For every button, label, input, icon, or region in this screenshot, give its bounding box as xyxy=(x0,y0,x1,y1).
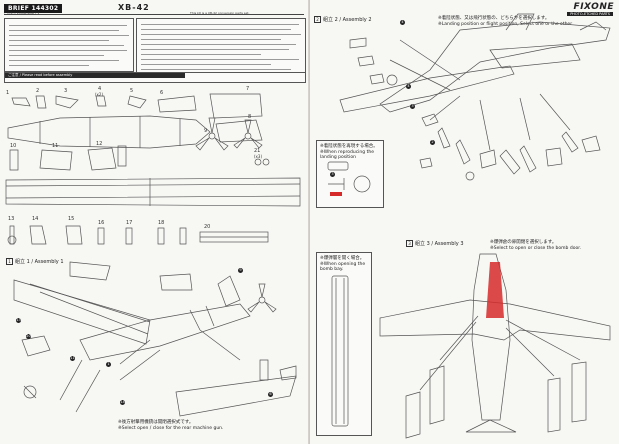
parts-diagram xyxy=(5,93,301,417)
part-10-label: 10 xyxy=(10,143,17,149)
part-21-label: 21 xyxy=(254,148,261,154)
part-5-label: 5 xyxy=(130,88,134,94)
page-gutter xyxy=(308,0,311,444)
assembly-2-number: 2 xyxy=(314,16,321,23)
landing-position-box: ※着陸状態を再現する場合。 ※When reproducing the land… xyxy=(316,140,384,208)
bomb-select-en: ※Select to open or close the bomb door. xyxy=(490,246,582,251)
part-6-label: 6 xyxy=(160,90,164,96)
product-code: BRIEF 144302 xyxy=(4,4,63,13)
landing-note-en: ※When reproducing the landing position xyxy=(320,150,374,160)
gear-note-jp: ※着陸状態、又は飛行状態の、どちらかを選択します。 xyxy=(438,16,550,21)
landing-note-jp: ※着陸状態を再現する場合。 xyxy=(320,144,378,149)
part-20-label: 20 xyxy=(204,224,211,230)
brand-logo: FIXONE xyxy=(573,2,614,12)
part-4-label: 4 xyxy=(98,86,102,92)
part-12-label: 12 xyxy=(96,141,103,147)
part-16-label: 16 xyxy=(98,220,105,226)
assembly-3-label: 組立 3 / Assembly 3 xyxy=(415,241,464,247)
part-4-qty: (x2) xyxy=(95,92,104,97)
assembly-1-caption-en: ※Select open / close for the rear machin… xyxy=(118,426,224,431)
assembly-3-number: 3 xyxy=(406,240,413,247)
bomb-note-en: ※When opening the bomb bay. xyxy=(320,262,366,272)
part-3-label: 3 xyxy=(64,88,68,94)
assembly-1-label: 組立 1 / Assembly 1 xyxy=(15,259,64,265)
part-8-label: 8 xyxy=(248,114,252,120)
assembly-diagram xyxy=(327,13,611,439)
brand-subtitle: PHOTO-ETCHED PARTS xyxy=(567,12,613,16)
part-17-label: 17 xyxy=(126,220,133,226)
notes-box-jp xyxy=(4,18,134,72)
assembly-1-number: 1 xyxy=(6,258,13,265)
model-name: XB-42 xyxy=(118,3,150,12)
header-rule xyxy=(4,14,304,15)
notes-header: ご注意 / Please read before assembly xyxy=(5,73,185,78)
part-21-qty: (x3) xyxy=(254,154,263,159)
part-9-label: 9 xyxy=(204,128,208,134)
instruction-page-right: FIXONE PHOTO-ETCHED PARTS 2 組立 2 / Assem… xyxy=(310,0,619,444)
bomb-select-jp: ※爆弾倉の扉開閉を選択します。 xyxy=(490,240,557,245)
assembly-2-title: 2 組立 2 / Assembly 2 xyxy=(314,16,372,23)
notes-box-en xyxy=(136,18,306,82)
instruction-page-left: BRIEF 144302 XB-42 このキットはXB-42用です This k… xyxy=(0,0,309,444)
landing-accent-part xyxy=(330,192,342,196)
jp-title: このキットはXB-42用です xyxy=(4,11,41,15)
assembly-3-title: 3 組立 3 / Assembly 3 xyxy=(406,240,464,247)
part-15-label: 15 xyxy=(68,216,75,222)
bomb-bay-highlight xyxy=(486,262,504,318)
part-1-label: 1 xyxy=(6,90,10,96)
part-14-label: 14 xyxy=(32,216,39,222)
assembly-2-label: 組立 2 / Assembly 2 xyxy=(323,17,372,23)
part-13-label: 13 xyxy=(8,216,15,222)
part-2-label: 2 xyxy=(36,88,40,94)
part-7-label: 7 xyxy=(246,86,250,92)
en-title: This kit is a XB-42 conversion parts set… xyxy=(190,11,250,15)
assembly-1-caption-jp: ※後方射撃用機銃は開閉選択式です。 xyxy=(118,420,194,425)
gear-note-en: ※Landing position or flight position, Se… xyxy=(438,22,574,27)
bomb-note-jp: ※爆弾層を開く場合。 xyxy=(320,256,365,261)
part-11-label: 11 xyxy=(52,143,59,149)
part-18-label: 18 xyxy=(158,220,165,226)
assembly-1-title: 1 組立 1 / Assembly 1 xyxy=(6,258,64,265)
notes-strip: ご注意 / Please read before assembly xyxy=(4,72,306,83)
